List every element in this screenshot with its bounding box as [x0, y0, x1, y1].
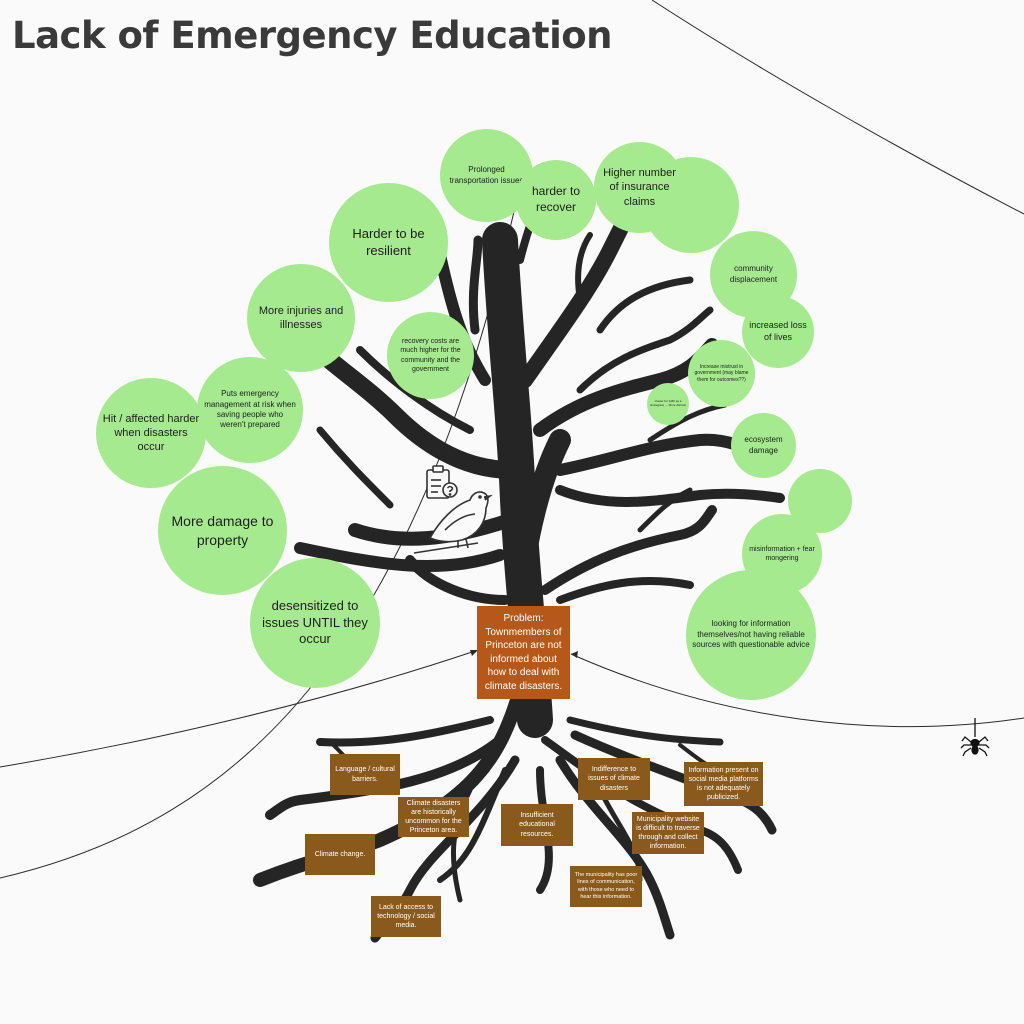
- effect-circle[interactable]: Puts emergency management at risk when s…: [197, 357, 303, 463]
- effect-circle[interactable]: increased loss of lives: [742, 296, 814, 368]
- effect-circle[interactable]: More injuries and illnesses: [247, 264, 355, 372]
- effect-circle[interactable]: Increase mistrust in government (may bla…: [688, 340, 755, 407]
- effect-circle[interactable]: recovery costs are much higher for the c…: [387, 312, 474, 399]
- effect-circle[interactable]: Higher number of insurance claims: [594, 142, 685, 233]
- effect-circle[interactable]: ecosystem damage: [731, 413, 796, 478]
- cause-box[interactable]: Climate disasters are historically uncom…: [398, 797, 469, 837]
- effect-circle[interactable]: Hit / affected harder when disasters occ…: [96, 378, 206, 488]
- effect-circle[interactable]: looking for information themselves/not h…: [686, 570, 816, 700]
- cause-box[interactable]: Municipality website is difficult to tra…: [632, 812, 704, 854]
- problem-statement-box[interactable]: Problem: Townmembers of Princeton are no…: [477, 606, 570, 699]
- cause-box[interactable]: Lack of access to technology / social me…: [371, 896, 441, 937]
- effect-circle[interactable]: Harder to be resilient: [329, 183, 448, 302]
- right-connector-line: [570, 653, 1024, 728]
- cause-box[interactable]: Language / cultural barriers.: [330, 754, 400, 795]
- cause-box[interactable]: The municipality has poor lines of commu…: [570, 866, 642, 907]
- top-right-line: [651, 0, 1024, 215]
- board-title: Lack of Emergency Education: [12, 14, 613, 57]
- cause-box[interactable]: Indifference to issues of climate disast…: [578, 758, 650, 800]
- effect-circle[interactable]: desensitized to issues UNTIL they occur: [250, 558, 380, 688]
- cause-box[interactable]: Climate change.: [305, 834, 375, 875]
- effect-circle[interactable]: More damage to property: [158, 466, 287, 595]
- arrow-head-left: [470, 650, 478, 656]
- cause-box[interactable]: Insufficient educational resources.: [501, 804, 573, 846]
- effect-circle[interactable]: harder to recover: [516, 160, 596, 240]
- effect-circle[interactable]: cluster for (Hilfr as a strategies) → Mo…: [647, 383, 689, 425]
- arrow-head-right: [571, 651, 578, 658]
- left-connector-line: [0, 649, 479, 768]
- cause-box[interactable]: Information present on social media plat…: [684, 762, 763, 806]
